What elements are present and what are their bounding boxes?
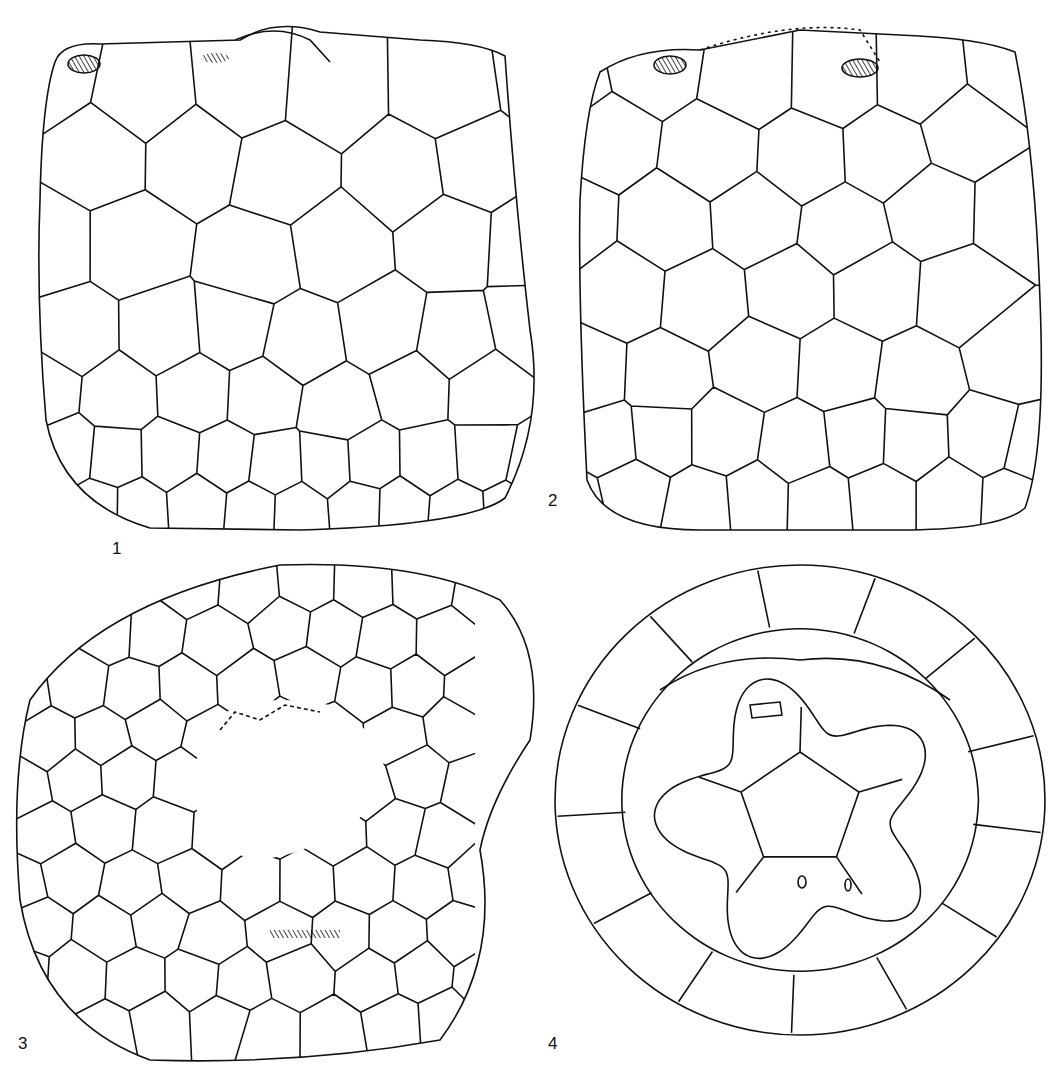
plate-suture — [594, 893, 652, 924]
plate-suture — [699, 777, 741, 792]
plate-suture — [792, 975, 794, 1033]
pore — [798, 876, 806, 888]
plate-suture — [736, 857, 763, 893]
plate-ring — [622, 629, 979, 971]
figure-number: 3 — [18, 1035, 27, 1052]
pore — [845, 879, 851, 891]
plate-suture — [679, 952, 713, 1002]
small-plate — [750, 702, 782, 718]
rosette-outline — [654, 679, 925, 958]
plate-sutures — [30, 15, 550, 540]
figure-number: 4 — [548, 1035, 557, 1052]
plate-suture — [558, 812, 626, 816]
plate-suture — [650, 616, 692, 662]
plate-suture — [836, 857, 861, 894]
plate-suture — [973, 824, 1040, 832]
plate-suture — [859, 779, 902, 792]
plate-sutures — [570, 15, 1055, 540]
plate-suture — [578, 705, 640, 729]
figure-number: 2 — [548, 492, 557, 509]
plate-suture — [854, 578, 875, 633]
figure-number: 1 — [112, 540, 121, 557]
plate-suture — [942, 903, 997, 937]
plate-suture — [660, 658, 950, 700]
plate-suture — [758, 571, 770, 628]
plate-suture — [877, 957, 907, 1009]
plate-sutures — [10, 555, 475, 1068]
plate-suture — [968, 736, 1033, 752]
plate-suture — [926, 638, 975, 678]
plate-suture — [800, 707, 801, 752]
theca-outline — [555, 565, 1045, 1035]
central-plate — [741, 752, 859, 857]
